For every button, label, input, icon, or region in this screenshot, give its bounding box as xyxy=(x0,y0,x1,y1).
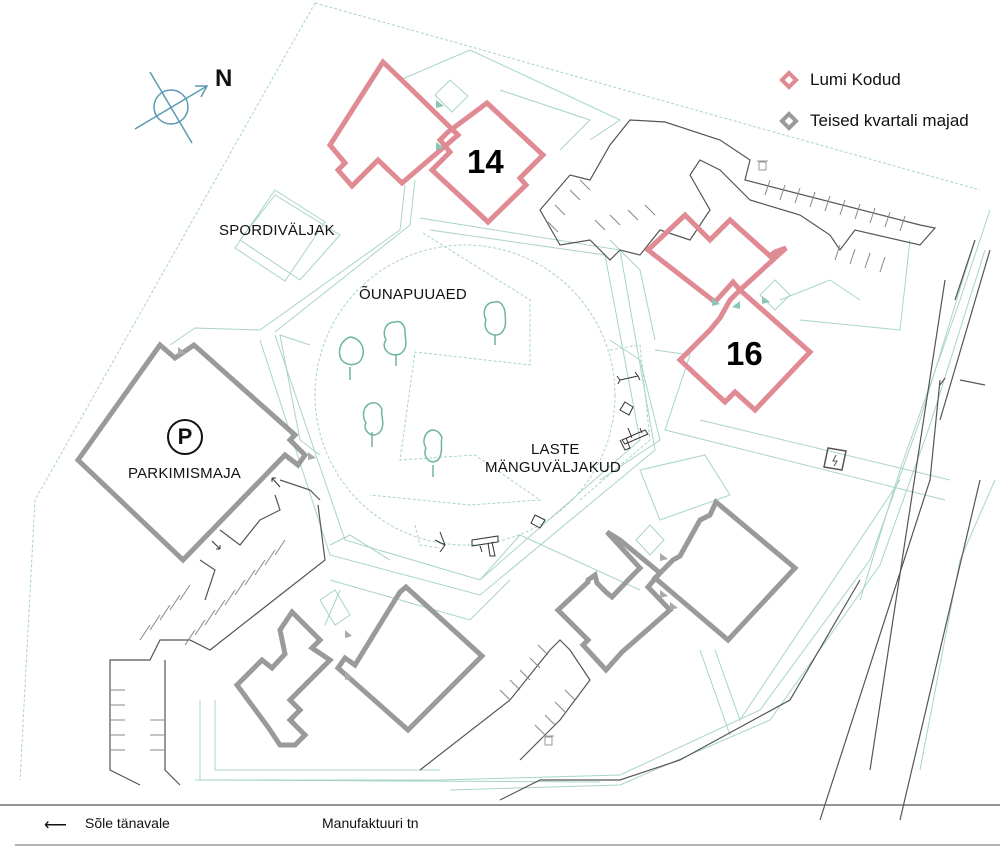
diamond-icon xyxy=(779,111,799,131)
street-label-sole[interactable]: Sõle tänavale xyxy=(85,815,170,831)
entrance-markers xyxy=(436,100,770,309)
area-label-playground-2: MÄNGUVÄLJAKUD xyxy=(485,459,621,476)
entrance-markers-gray xyxy=(178,347,678,680)
sports-field-outline xyxy=(234,189,326,282)
trash-bin-icon xyxy=(543,160,768,746)
lumi-building-14[interactable] xyxy=(326,58,547,226)
area-label-orchard: ÕUNAPUUAED xyxy=(359,286,467,303)
legend-label: Teised kvartali majad xyxy=(810,111,969,130)
other-building-se[interactable] xyxy=(554,497,799,674)
electric-substation-icon xyxy=(823,447,847,471)
street-arrow-left-icon: ⟵ xyxy=(44,817,67,834)
parking-symbol: P xyxy=(177,424,193,449)
street-label-manufaktuuri[interactable]: Manufaktuuri tn xyxy=(322,815,419,831)
parking-stalls xyxy=(110,179,906,751)
building-number-14[interactable]: 14 xyxy=(467,143,504,180)
roads-parking xyxy=(0,119,1000,846)
building-number-16[interactable]: 16 xyxy=(726,335,763,372)
ring-path xyxy=(259,217,656,596)
tree-icon xyxy=(338,336,364,380)
orchard-circle xyxy=(314,232,651,549)
footpaths xyxy=(169,49,996,791)
north-arrow-icon xyxy=(134,71,209,144)
legend-item-lumi-kodud: Lumi Kodud xyxy=(779,70,901,90)
trees xyxy=(338,300,507,477)
tree-icon xyxy=(383,320,407,366)
tree-icon xyxy=(362,402,384,447)
legend-label: Lumi Kodud xyxy=(810,70,901,89)
area-label-sports-field: SPORDIVÄLJAK xyxy=(219,222,335,239)
tree-icon xyxy=(483,300,507,345)
playground-equipment xyxy=(434,371,649,557)
diamond-icon xyxy=(779,70,799,90)
parking-house-building[interactable] xyxy=(74,341,309,564)
area-label-parking-house: PARKIMISMAJA xyxy=(128,465,241,482)
traffic-arrows xyxy=(211,477,281,550)
tree-icon xyxy=(423,429,443,477)
area-label-playground-1: LASTE xyxy=(531,441,580,458)
other-building-s[interactable] xyxy=(233,583,486,748)
legend-item-other-houses: Teised kvartali majad xyxy=(779,111,969,131)
site-boundary xyxy=(19,2,981,781)
parking-icon: P xyxy=(167,419,203,455)
lumi-building-16[interactable] xyxy=(644,211,814,414)
compass-north-label: N xyxy=(215,65,233,92)
